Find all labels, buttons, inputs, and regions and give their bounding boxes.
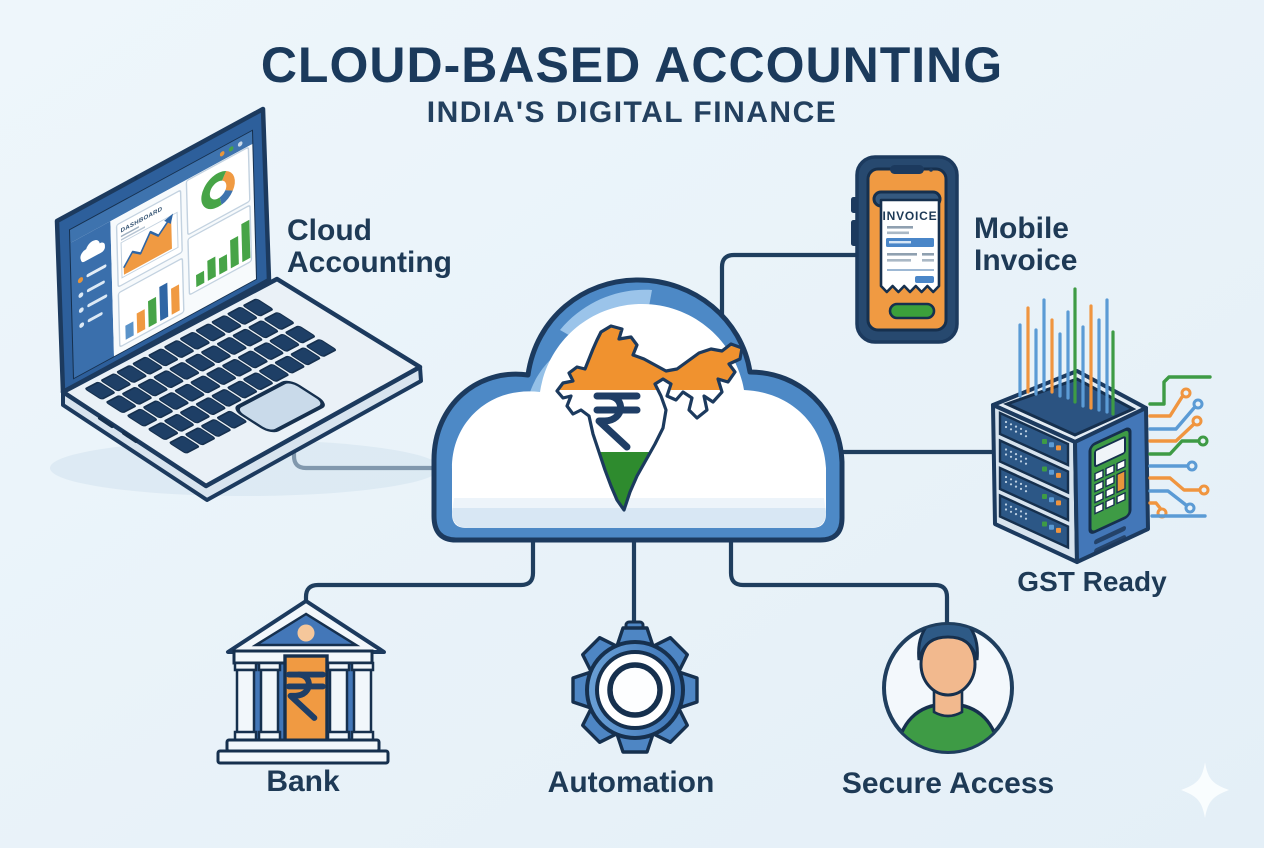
server-rack-units [998,411,1070,550]
connector-cloud-bank [303,531,536,607]
invoice-lines [886,226,934,283]
laptop-ports [98,416,138,443]
calculator-display [1094,436,1126,468]
phone-camera-dot [929,168,933,172]
phone-action-button [888,302,936,320]
chart-arrow [164,213,174,224]
connector-cloud-avatar [728,531,950,627]
chart-area [123,216,172,275]
label-mobile-invoice-2: Invoice [974,244,1077,277]
page-title: CLOUD-BASED ACCOUNTING [261,37,1003,93]
gear-icon [571,620,699,754]
label-bank: Bank [266,765,340,798]
label-secure-access: Secure Access [842,767,1054,800]
gear-ring-inner [607,662,663,718]
server-data-streams [1018,287,1115,416]
dashboard-greenbars-card [187,205,253,295]
screen-titlebar [70,130,253,243]
screen-sidebar [70,221,114,378]
laptop-screen: DASHBOARD [68,129,258,380]
sidebar-menu-items [77,264,108,328]
invoice-title: INVOICE [883,209,938,223]
bank-door-panel [283,654,329,750]
invoice-button [915,276,934,283]
circuit-traces [1148,375,1212,519]
bank-building-icon [216,599,390,765]
laptop-keyboard [85,298,337,454]
india-map-outline [555,324,744,512]
cloud-mini-icon [80,240,105,263]
connector-cloud-phone [719,252,863,323]
laptop-dashboard-icon: DASHBOARD [50,106,440,502]
user-avatar-icon [882,622,1014,754]
sparkle-icon [1181,762,1229,818]
cloud-india-map-icon [431,277,845,543]
dashboard-donut-card [185,147,251,235]
dashboard-barchart-card [117,258,185,347]
bank-pediment-circle [297,624,315,642]
label-cloud-accounting-2: Accounting [287,246,452,279]
label-automation: Automation [548,766,715,799]
keyboard-keys [85,298,337,454]
calculator-keys [1094,458,1126,515]
label-mobile-invoice-1: Mobile [974,212,1069,245]
bank-columns [233,661,375,742]
server-calculator-icon [991,287,1212,564]
label-gst-ready: GST Ready [1017,566,1167,597]
lid-logo-dot [134,176,138,180]
phone-notch [890,165,924,174]
avatar-neck [932,688,964,718]
touchpad [235,380,325,433]
page-subtitle: INDIA'S DIGITAL FINANCE [427,96,838,129]
label-cloud-accounting-1: Cloud [287,214,372,247]
calculator-orange-key [1116,469,1126,494]
calculator-icon [1088,427,1132,554]
smartphone-invoice-icon: INVOICE [851,155,959,344]
bank-step-lower [216,749,390,765]
bank-step-upper [225,738,381,753]
